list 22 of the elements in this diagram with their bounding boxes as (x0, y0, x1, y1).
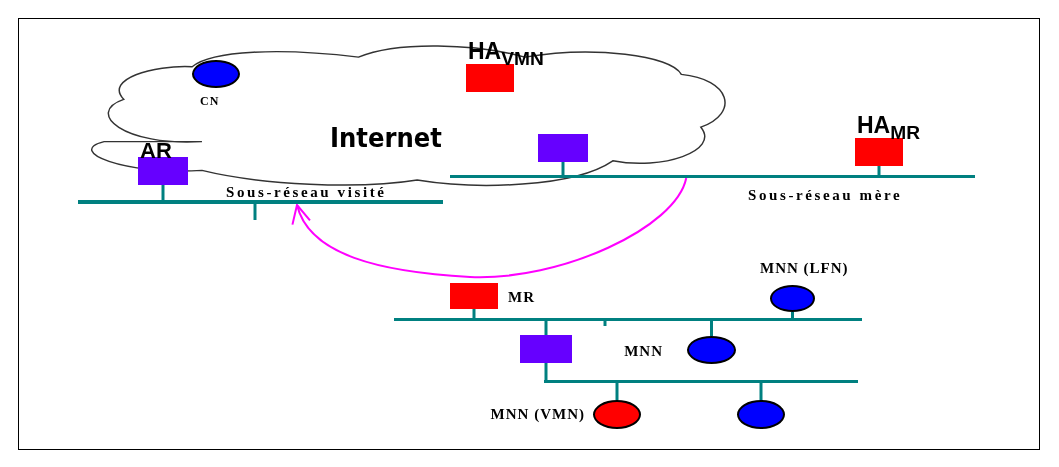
connector-line (544, 363, 548, 382)
internet-label: Internet (330, 122, 442, 153)
node-label: MR (508, 289, 535, 306)
network-bus (450, 175, 975, 178)
network-bus (394, 318, 862, 321)
network-bus (544, 380, 858, 383)
connector-line (615, 381, 619, 400)
node-label: MNN (624, 343, 663, 360)
node-label: AR (140, 138, 172, 164)
host-circle (737, 400, 785, 429)
node-label: MNN (VMN) (490, 406, 585, 423)
router-square (520, 335, 572, 363)
connector-line (759, 381, 763, 400)
connector-line (710, 319, 713, 336)
subnet-label: Sous-réseau visité (226, 184, 387, 201)
router-square (538, 134, 588, 162)
node-label: MNN (LFN) (760, 260, 849, 277)
node-label: HA$_{MR}$ (857, 112, 921, 144)
network-bus (78, 200, 443, 204)
arrow (293, 177, 688, 278)
node-label: CN (200, 94, 220, 109)
subnet-label: Sous-réseau mère (748, 187, 903, 204)
